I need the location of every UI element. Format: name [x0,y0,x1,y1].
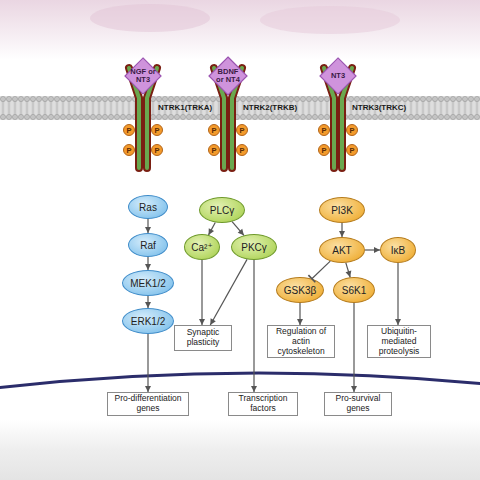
node-text: PLCγ [210,205,234,216]
node-text: P [349,146,354,155]
node-text: GSK3β [284,285,316,296]
pathway-node: Ca²⁺ [184,234,220,260]
node-text: Ras [139,202,157,213]
ligand-diamond: NT3 [319,57,357,95]
pathway-node: Ras [128,195,168,219]
phosphate-circle: P [151,124,163,136]
node-text: Regulation of actin cytoskeleton [271,327,331,356]
pathway-node: PI3K [319,197,365,223]
nuclear-envelope [0,373,480,388]
node-text: AKT [332,245,351,256]
bottom-fade [0,420,480,480]
arrow-connector [210,259,247,325]
pathway-node: AKT [319,237,365,263]
phosphate-circle: P [318,124,330,136]
receptor-label: NTRK1(TRKA) [158,103,212,112]
arrow-connector [395,263,401,325]
phosphate-circle: P [346,144,358,156]
arrow-connector [339,223,345,237]
outcome-box: Synaptic plasticity [174,325,232,351]
node-text: P [154,126,159,135]
phosphate-circle: P [123,124,135,136]
phosphate-circle: P [346,124,358,136]
node-text: P [321,126,326,135]
phosphate-circle: P [318,144,330,156]
arrow-connector [297,303,303,325]
node-text: P [349,126,354,135]
phosphate-circle: P [123,144,135,156]
arrow-connector [346,263,352,277]
node-text: P [239,146,244,155]
arrow-connector [365,247,380,253]
node-text: BDNF or NT4 [215,68,241,84]
node-text: PKCγ [241,242,267,253]
ligand-diamond: BDNF or NT4 [208,56,248,96]
node-text: Synaptic plasticity [178,328,228,348]
node-text: MEK1/2 [130,278,166,289]
arrow-connector [232,222,244,236]
pathway-node: Raf [128,233,168,257]
receptor-label: NTRK3(TRKC) [352,103,406,112]
node-text: P [211,126,216,135]
pathway-node: ERK1/2 [122,308,174,334]
pathway-node: IκB [380,237,416,263]
node-text: P [211,146,216,155]
outcome-box: Pro-differentiation genes [107,392,189,416]
arrow-connector [145,219,151,233]
node-text: P [239,126,244,135]
outcome-box: Regulation of actin cytoskeleton [267,325,335,358]
arrow-connector [145,334,151,392]
node-text: Pro-survival genes [328,394,388,414]
pathway-node: MEK1/2 [122,270,174,296]
node-text: P [126,126,131,135]
outcome-box: Ubiquitin-mediated proteolysis [367,325,431,358]
node-text: ERK1/2 [131,316,165,327]
node-text: Pro-differentiation genes [111,394,185,414]
outcome-box: Transcription factors [228,392,298,416]
phosphate-circle: P [236,124,248,136]
pathway-node: PKCγ [231,234,277,260]
arrow-connector [145,257,151,270]
phosphate-circle: P [208,144,220,156]
node-text: P [154,146,159,155]
outcome-box: Pro-survival genes [324,392,392,416]
node-text: Ubiquitin-mediated proteolysis [371,327,427,356]
node-text: P [126,146,131,155]
pathway-node: GSK3β [276,277,324,303]
node-text: PI3K [331,205,353,216]
phosphate-circle: P [208,124,220,136]
ligand-diamond: NGF or NT3 [124,57,162,95]
arrow-connector [351,303,357,392]
cell-membrane [0,96,480,120]
pathway-node: S6K1 [333,277,375,303]
node-text: S6K1 [342,285,366,296]
node-text: P [321,146,326,155]
node-text: NT3 [331,72,345,80]
inhibition-connector [308,261,330,282]
node-text: Raf [140,240,156,251]
node-text: NGF or NT3 [130,68,156,84]
node-text: Transcription factors [232,394,294,414]
arrow-connector [199,260,205,325]
node-text: IκB [391,245,405,256]
phosphate-circle: P [151,144,163,156]
receptor-label: NTRK2(TRKB) [243,103,297,112]
arrow-connector [209,222,216,234]
pathway-node: PLCγ [199,197,245,223]
arrow-connector [145,296,151,308]
node-text: Ca²⁺ [191,242,212,253]
top-fade [0,0,480,60]
arrow-connector [251,260,257,392]
phosphate-circle: P [236,144,248,156]
